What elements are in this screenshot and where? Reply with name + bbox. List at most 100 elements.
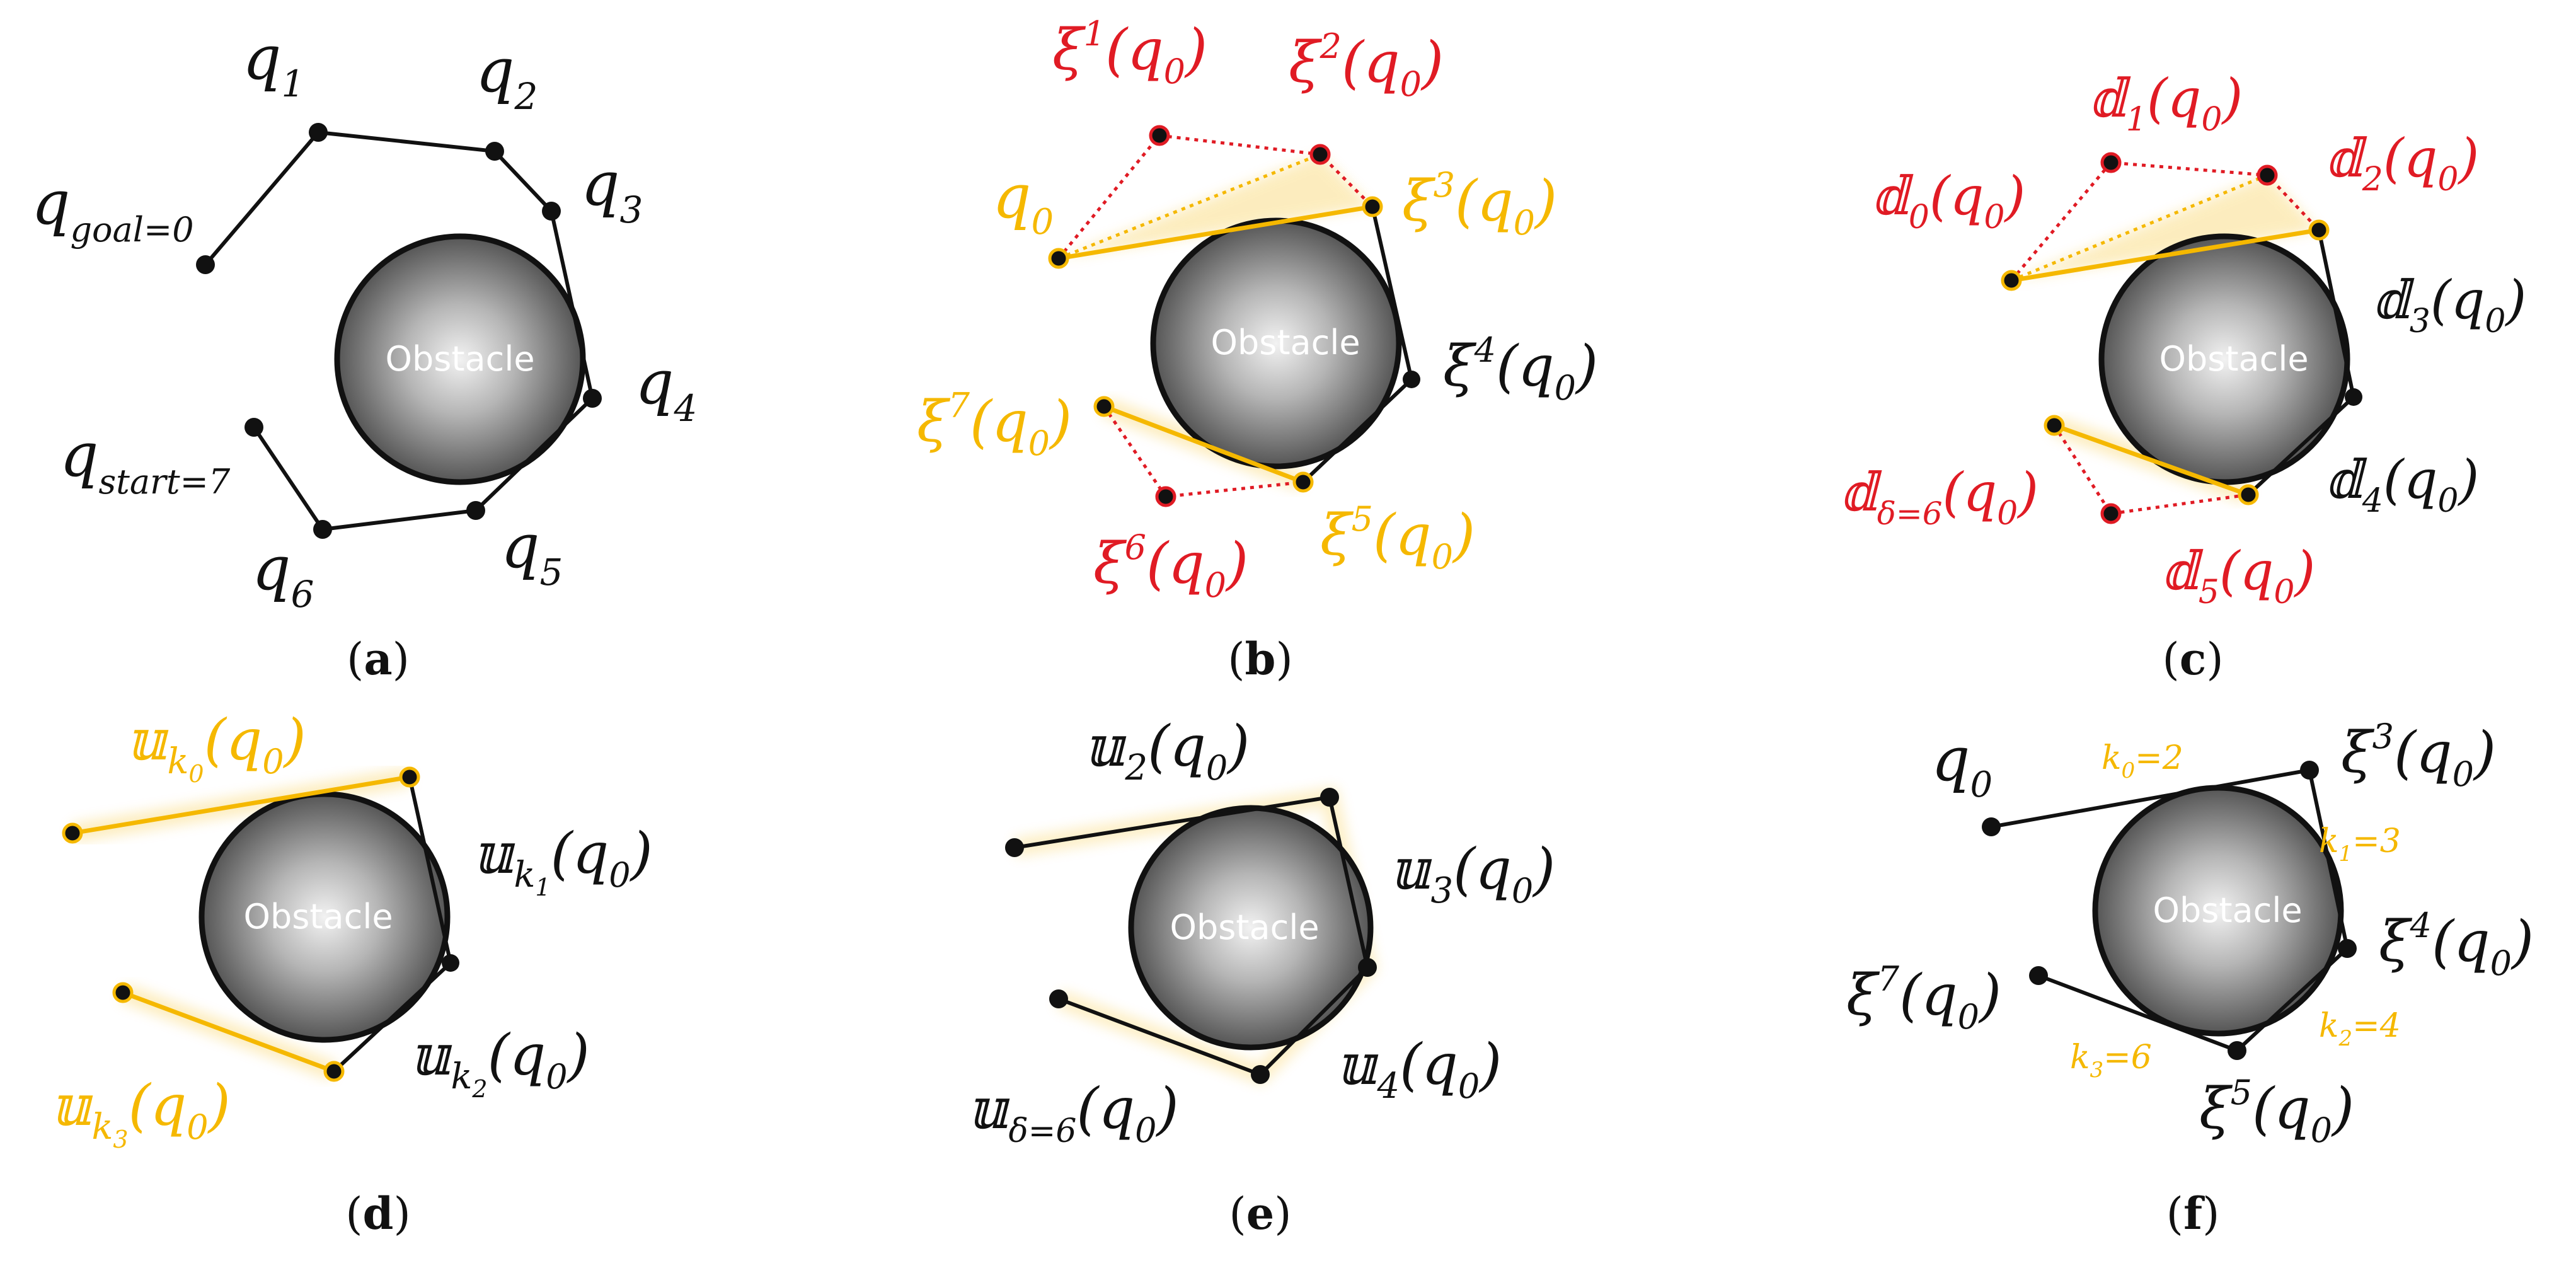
caption-d: (d) — [345, 1187, 411, 1240]
label-k0: k0=2 — [2102, 739, 2183, 783]
caption-f: (f) — [2166, 1187, 2220, 1240]
label-q4: q4 — [635, 347, 697, 430]
node-q6 — [313, 520, 332, 539]
node-xi3 — [1362, 196, 1383, 217]
node-d1 — [2100, 152, 2122, 173]
glow-upper — [2011, 175, 2319, 280]
label-xi2: ξ2(q0) — [1289, 26, 1444, 104]
node-uk2-end — [323, 1061, 345, 1082]
node-q1 — [309, 123, 328, 142]
node-qstart — [244, 418, 263, 437]
caption-a: (a) — [347, 633, 410, 685]
node-d6 — [2100, 503, 2122, 524]
red-dotted-lower — [2052, 424, 2249, 516]
label-xi3: ξ3(q0) — [2341, 717, 2496, 794]
node-xi7 — [2029, 966, 2048, 985]
red-dotted-upper — [2010, 161, 2320, 282]
label-k3: k3=6 — [2070, 1039, 2152, 1083]
path-lower — [252, 396, 594, 532]
obstacle-label: Obstacle — [1170, 908, 1319, 947]
panel-a: Obstacle q1 q2 q3 q4 q5 q6 qgoal=0 qstar… — [32, 23, 697, 685]
node-d2 — [2257, 164, 2278, 186]
node-u2-start — [1005, 838, 1024, 857]
label-xi5: ξ5(q0) — [2199, 1073, 2354, 1150]
panel-f: Obstacle q0 ξ3(q0) ξ4(q0) ξ7(q0) ξ5(q0) … — [1846, 717, 2534, 1240]
obstacle — [198, 791, 451, 1043]
gold-shortcut-upper — [1058, 204, 1373, 261]
label-xi5: ξ5(q0) — [1320, 499, 1475, 577]
node-u3-start — [1320, 788, 1339, 807]
label-k2: k2=4 — [2319, 1007, 2401, 1051]
obstacle-label: Obstacle — [243, 897, 393, 937]
gold-dotted-upper — [1058, 153, 1321, 260]
label-qstart: qstart=7 — [60, 420, 231, 502]
labels-c: 𝕕1(q0) 𝕕0(q0) 𝕕2(q0) 𝕕3(q0) 𝕕4(q0) 𝕕δ=6(… — [1840, 67, 2526, 611]
label-uk0: 𝕦k0(q0) — [126, 707, 306, 788]
label-d5: 𝕕5(q0) — [2161, 540, 2315, 611]
label-uk1: 𝕦k1(q0) — [473, 821, 653, 901]
labels-e: 𝕦2(q0) 𝕦3(q0) 𝕦4(q0) 𝕦δ=6(q0) — [967, 713, 1555, 1150]
node-uk1-end — [442, 954, 459, 972]
node-xi7 — [1093, 396, 1115, 417]
panel-e: Obstacle 𝕦2(q0) 𝕦3(q0) 𝕦4(q0) 𝕦δ=6(q0) (… — [967, 713, 1555, 1240]
label-xi4: ξ4(q0) — [1443, 330, 1598, 408]
node-q3 — [542, 202, 561, 221]
node-uk3-end — [112, 982, 134, 1003]
node-uk0-start — [62, 822, 83, 844]
caption-e: (e) — [1229, 1187, 1291, 1240]
label-u3: 𝕦3(q0) — [1389, 836, 1555, 911]
label-q0: q0 — [1931, 724, 1992, 805]
label-xi7: ξ7(q0) — [917, 386, 1072, 463]
node-xi4 — [2338, 939, 2357, 958]
obstacle-label: Obstacle — [1210, 323, 1360, 362]
gold-shortcut-lower — [1103, 404, 1304, 485]
waypoint-nodes — [196, 123, 602, 539]
caption-c: (c) — [2162, 633, 2223, 685]
label-xi7: ξ7(q0) — [1846, 959, 2001, 1037]
obstacle-label: Obstacle — [2153, 890, 2302, 930]
label-uk3: 𝕦k3(q0) — [50, 1073, 231, 1153]
label-q0: q0 — [992, 161, 1054, 243]
label-d4: 𝕕4(q0) — [2325, 449, 2479, 520]
gold-shortcut-lower — [2053, 423, 2250, 497]
node-xi5 — [2228, 1041, 2246, 1060]
gold-path-upper — [72, 775, 410, 836]
node-u5-start — [1251, 1065, 1270, 1084]
node-d0 — [2001, 270, 2022, 291]
node-d4 — [2345, 388, 2362, 406]
obstacle-label: Obstacle — [385, 339, 534, 379]
nodes-f — [1982, 761, 2357, 1060]
node-q4 — [583, 389, 602, 408]
nodes-d — [62, 766, 459, 1082]
node-xi2 — [1309, 144, 1331, 165]
gold-shortcut-upper — [2011, 228, 2320, 283]
label-d0: 𝕕0(q0) — [1872, 165, 2025, 236]
label-q5: q5 — [501, 511, 563, 594]
label-q2: q2 — [476, 35, 538, 118]
label-uk2: 𝕦k2(q0) — [410, 1022, 590, 1103]
node-xi5 — [1292, 471, 1314, 493]
label-xi4: ξ4(q0) — [2379, 906, 2534, 983]
labels-f: q0 ξ3(q0) ξ4(q0) ξ7(q0) ξ5(q0) k0=2 k1=3… — [1846, 717, 2534, 1150]
label-q1: q1 — [243, 23, 304, 105]
gold-dotted-upper — [2011, 173, 2268, 282]
label-k1: k1=3 — [2319, 822, 2401, 867]
red-dotted-upper — [1057, 134, 1374, 260]
obstacle-label: Obstacle — [2159, 339, 2308, 379]
node-xi3 — [2300, 761, 2319, 780]
node-xi6 — [1155, 486, 1176, 507]
label-q3: q3 — [581, 149, 643, 231]
label-d2: 𝕕2(q0) — [2325, 127, 2479, 199]
caption-b: (b) — [1228, 633, 1293, 685]
nodes-c — [2001, 152, 2362, 524]
waypoint-labels: q1 q2 q3 q4 q5 q6 qgoal=0 qstart=7 — [32, 23, 697, 616]
glow-upper — [1059, 154, 1372, 258]
node-q2 — [485, 142, 504, 161]
node-q0 — [1982, 817, 2001, 836]
label-q6: q6 — [252, 533, 314, 616]
node-d7 — [2044, 415, 2065, 436]
label-d1: 𝕕1(q0) — [2089, 67, 2243, 139]
node-qgoal — [196, 255, 215, 274]
node-u4-start — [1358, 958, 1377, 977]
